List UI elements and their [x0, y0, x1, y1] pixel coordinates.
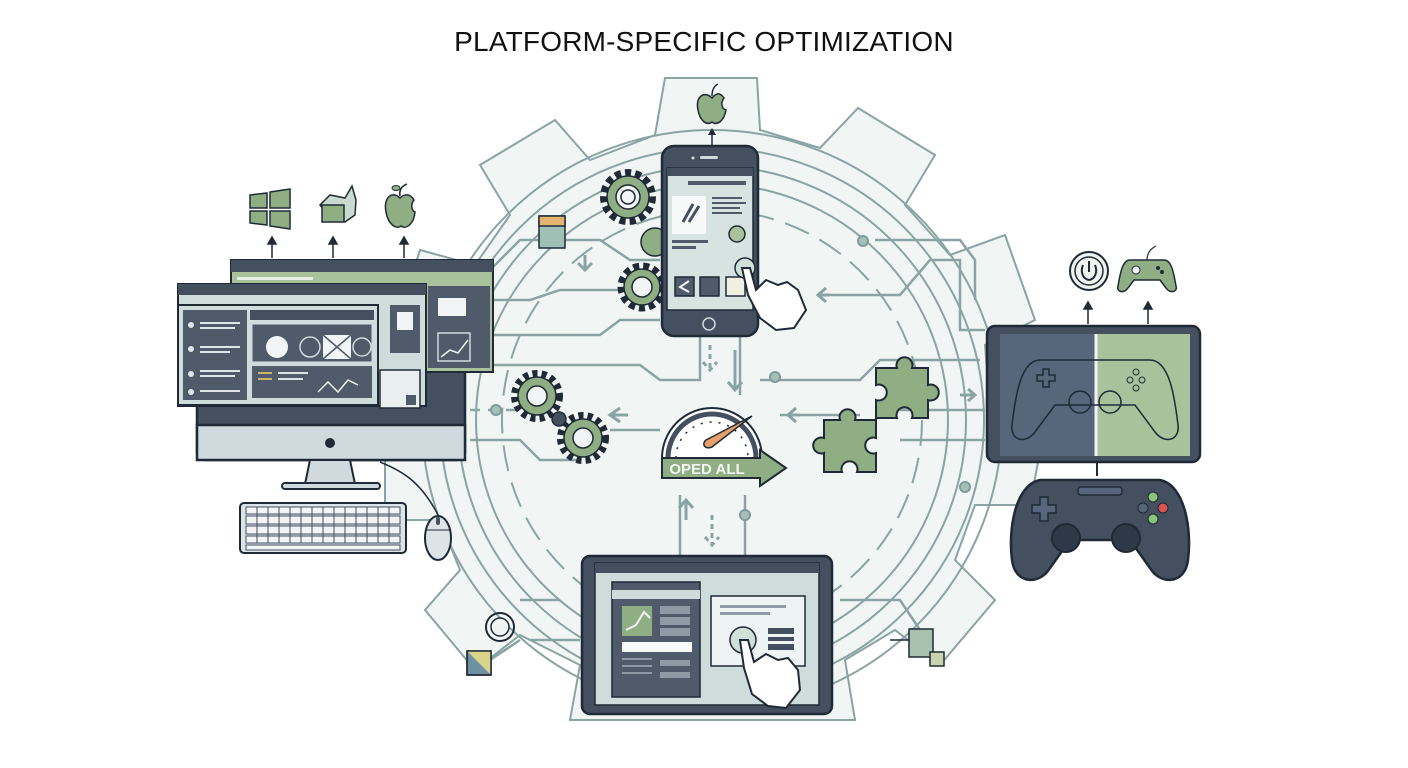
puzzle-icon [812, 356, 940, 473]
stacked-squares-icon [890, 628, 945, 667]
gears-icon [511, 370, 609, 464]
desktop-platform [177, 183, 494, 561]
mobile-platform [538, 83, 808, 338]
apple-icon [696, 83, 727, 125]
tap-hand-icon [738, 639, 802, 710]
generic-os-icon [318, 184, 357, 223]
gamepad-icon [1116, 245, 1178, 293]
ring-icon [485, 612, 515, 642]
monitor-power-dot [325, 438, 335, 448]
mouse-icon [379, 461, 452, 561]
windows-icon [249, 188, 291, 230]
speedometer-icon [660, 407, 764, 459]
controller-icon [1009, 478, 1191, 582]
speedometer-banner [661, 448, 788, 488]
tablet-platform [580, 554, 834, 716]
circuit-nodes [490, 235, 971, 521]
apple-icon [384, 183, 416, 228]
keyboard-icon [239, 502, 407, 554]
arrow-markers [576, 255, 978, 548]
power-icon [1069, 251, 1109, 291]
desktop-arrows [266, 235, 410, 258]
gears-icon [600, 169, 670, 312]
speedometer-label: OPED ALL [669, 461, 744, 478]
console-platform [985, 245, 1202, 582]
split-square-icon [466, 650, 492, 676]
tap-hand-icon [734, 257, 808, 332]
page-title: PLATFORM-SPECIFIC OPTIMIZATION [454, 26, 954, 57]
